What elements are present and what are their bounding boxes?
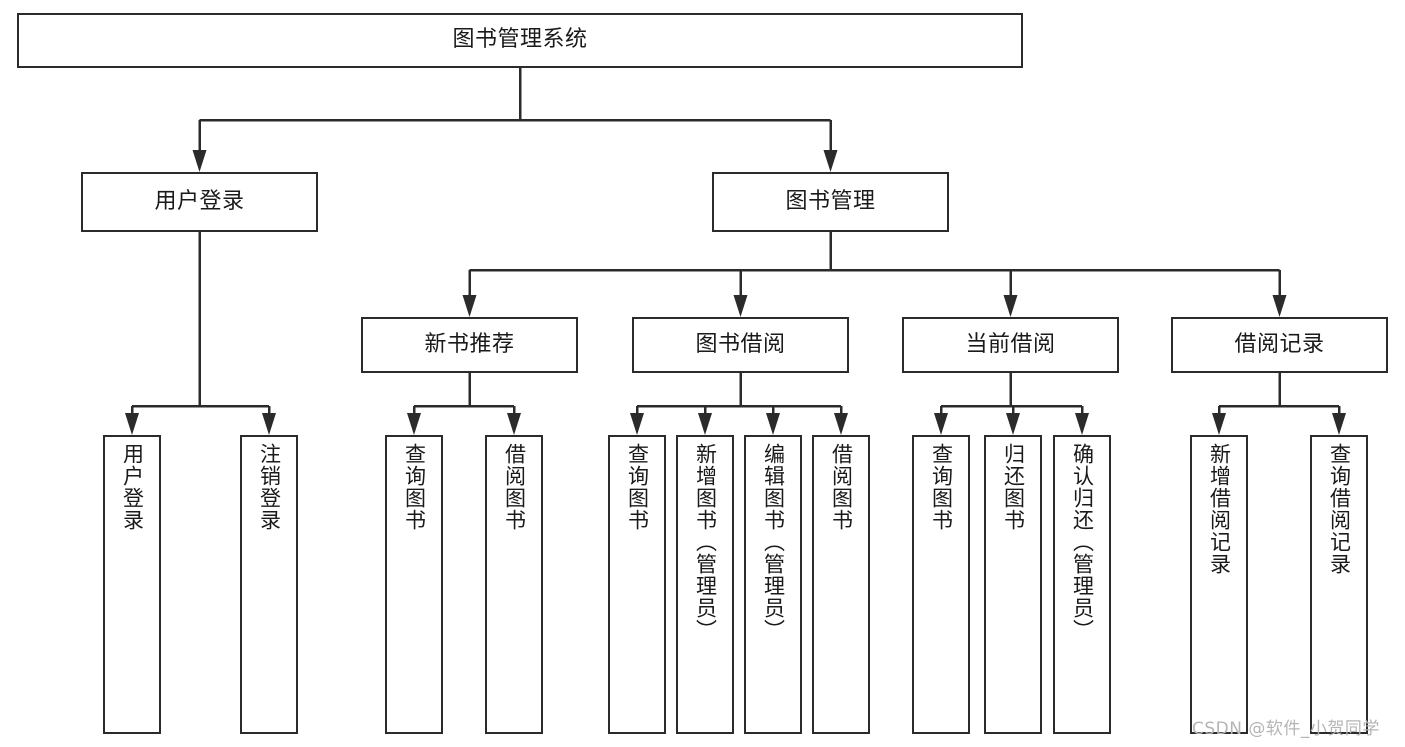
node-new-book-rec[interactable]: 新书推荐: [361, 317, 578, 373]
connector-arrowhead: [1212, 413, 1226, 435]
connector-arrowhead: [823, 150, 838, 172]
connector-arrowhead: [1006, 413, 1020, 435]
node-leaf-user-login[interactable]: 用户登录: [103, 435, 161, 734]
node-label: 当前借阅: [965, 331, 1056, 357]
node-root[interactable]: 图书管理系统: [17, 13, 1023, 68]
connector-arrowhead: [507, 413, 521, 435]
node-label: 借阅图书: [502, 443, 527, 531]
node-label: 注销登录: [257, 443, 282, 531]
node-label: 用户登录: [120, 443, 145, 531]
node-book-borrow[interactable]: 图书借阅: [632, 317, 849, 373]
node-current-borrow[interactable]: 当前借阅: [902, 317, 1119, 373]
node-label: 借阅记录: [1234, 331, 1325, 357]
node-label: 新增图书（管理员）: [693, 443, 718, 641]
node-label: 查询借阅记录: [1327, 443, 1352, 575]
node-leaf-logout[interactable]: 注销登录: [240, 435, 298, 734]
node-label: 归还图书: [1001, 443, 1026, 531]
connector-arrowhead: [407, 413, 421, 435]
node-label: 查询图书: [402, 443, 427, 531]
node-label: 查询图书: [625, 443, 650, 531]
node-label: 确认归还（管理员）: [1070, 443, 1095, 641]
connector-arrowhead: [834, 413, 848, 435]
connector-arrowhead: [934, 413, 948, 435]
connector-arrowhead: [1332, 413, 1346, 435]
connector-arrowhead: [733, 295, 748, 317]
node-leaf-return-book[interactable]: 归还图书: [984, 435, 1042, 734]
node-label: 图书管理: [785, 188, 876, 214]
node-label: 图书管理系统: [452, 27, 588, 53]
node-label: 编辑图书（管理员）: [761, 443, 786, 641]
node-leaf-query-record[interactable]: 查询借阅记录: [1310, 435, 1368, 734]
node-leaf-query-book-1[interactable]: 查询图书: [385, 435, 443, 734]
connector-arrowhead: [1075, 413, 1089, 435]
node-label: 图书借阅: [695, 331, 786, 357]
node-label: 新增借阅记录: [1207, 443, 1232, 575]
connector-arrowhead: [1272, 295, 1287, 317]
node-leaf-query-book-3[interactable]: 查询图书: [912, 435, 970, 734]
connector-arrowhead: [462, 295, 477, 317]
connector-arrowhead: [630, 413, 644, 435]
connector-arrowhead: [125, 413, 139, 435]
connector-arrowhead: [1003, 295, 1018, 317]
connector-arrowhead: [698, 413, 712, 435]
connector-arrowhead: [192, 150, 207, 172]
node-label: 查询图书: [929, 443, 954, 531]
node-leaf-borrow-book-1[interactable]: 借阅图书: [485, 435, 543, 734]
connector-arrowhead: [262, 413, 276, 435]
node-label: 用户登录: [154, 188, 245, 214]
node-leaf-edit-book[interactable]: 编辑图书（管理员）: [744, 435, 802, 734]
connector-arrowhead: [766, 413, 780, 435]
node-leaf-borrow-book-2[interactable]: 借阅图书: [812, 435, 870, 734]
node-label: 借阅图书: [829, 443, 854, 531]
node-leaf-add-book[interactable]: 新增图书（管理员）: [676, 435, 734, 734]
node-book-manage[interactable]: 图书管理: [712, 172, 949, 232]
node-label: 新书推荐: [424, 331, 515, 357]
node-user-login[interactable]: 用户登录: [81, 172, 318, 232]
node-leaf-add-record[interactable]: 新增借阅记录: [1190, 435, 1248, 734]
node-leaf-query-book-2[interactable]: 查询图书: [608, 435, 666, 734]
node-leaf-confirm-return[interactable]: 确认归还（管理员）: [1053, 435, 1111, 734]
node-borrow-record[interactable]: 借阅记录: [1171, 317, 1388, 373]
